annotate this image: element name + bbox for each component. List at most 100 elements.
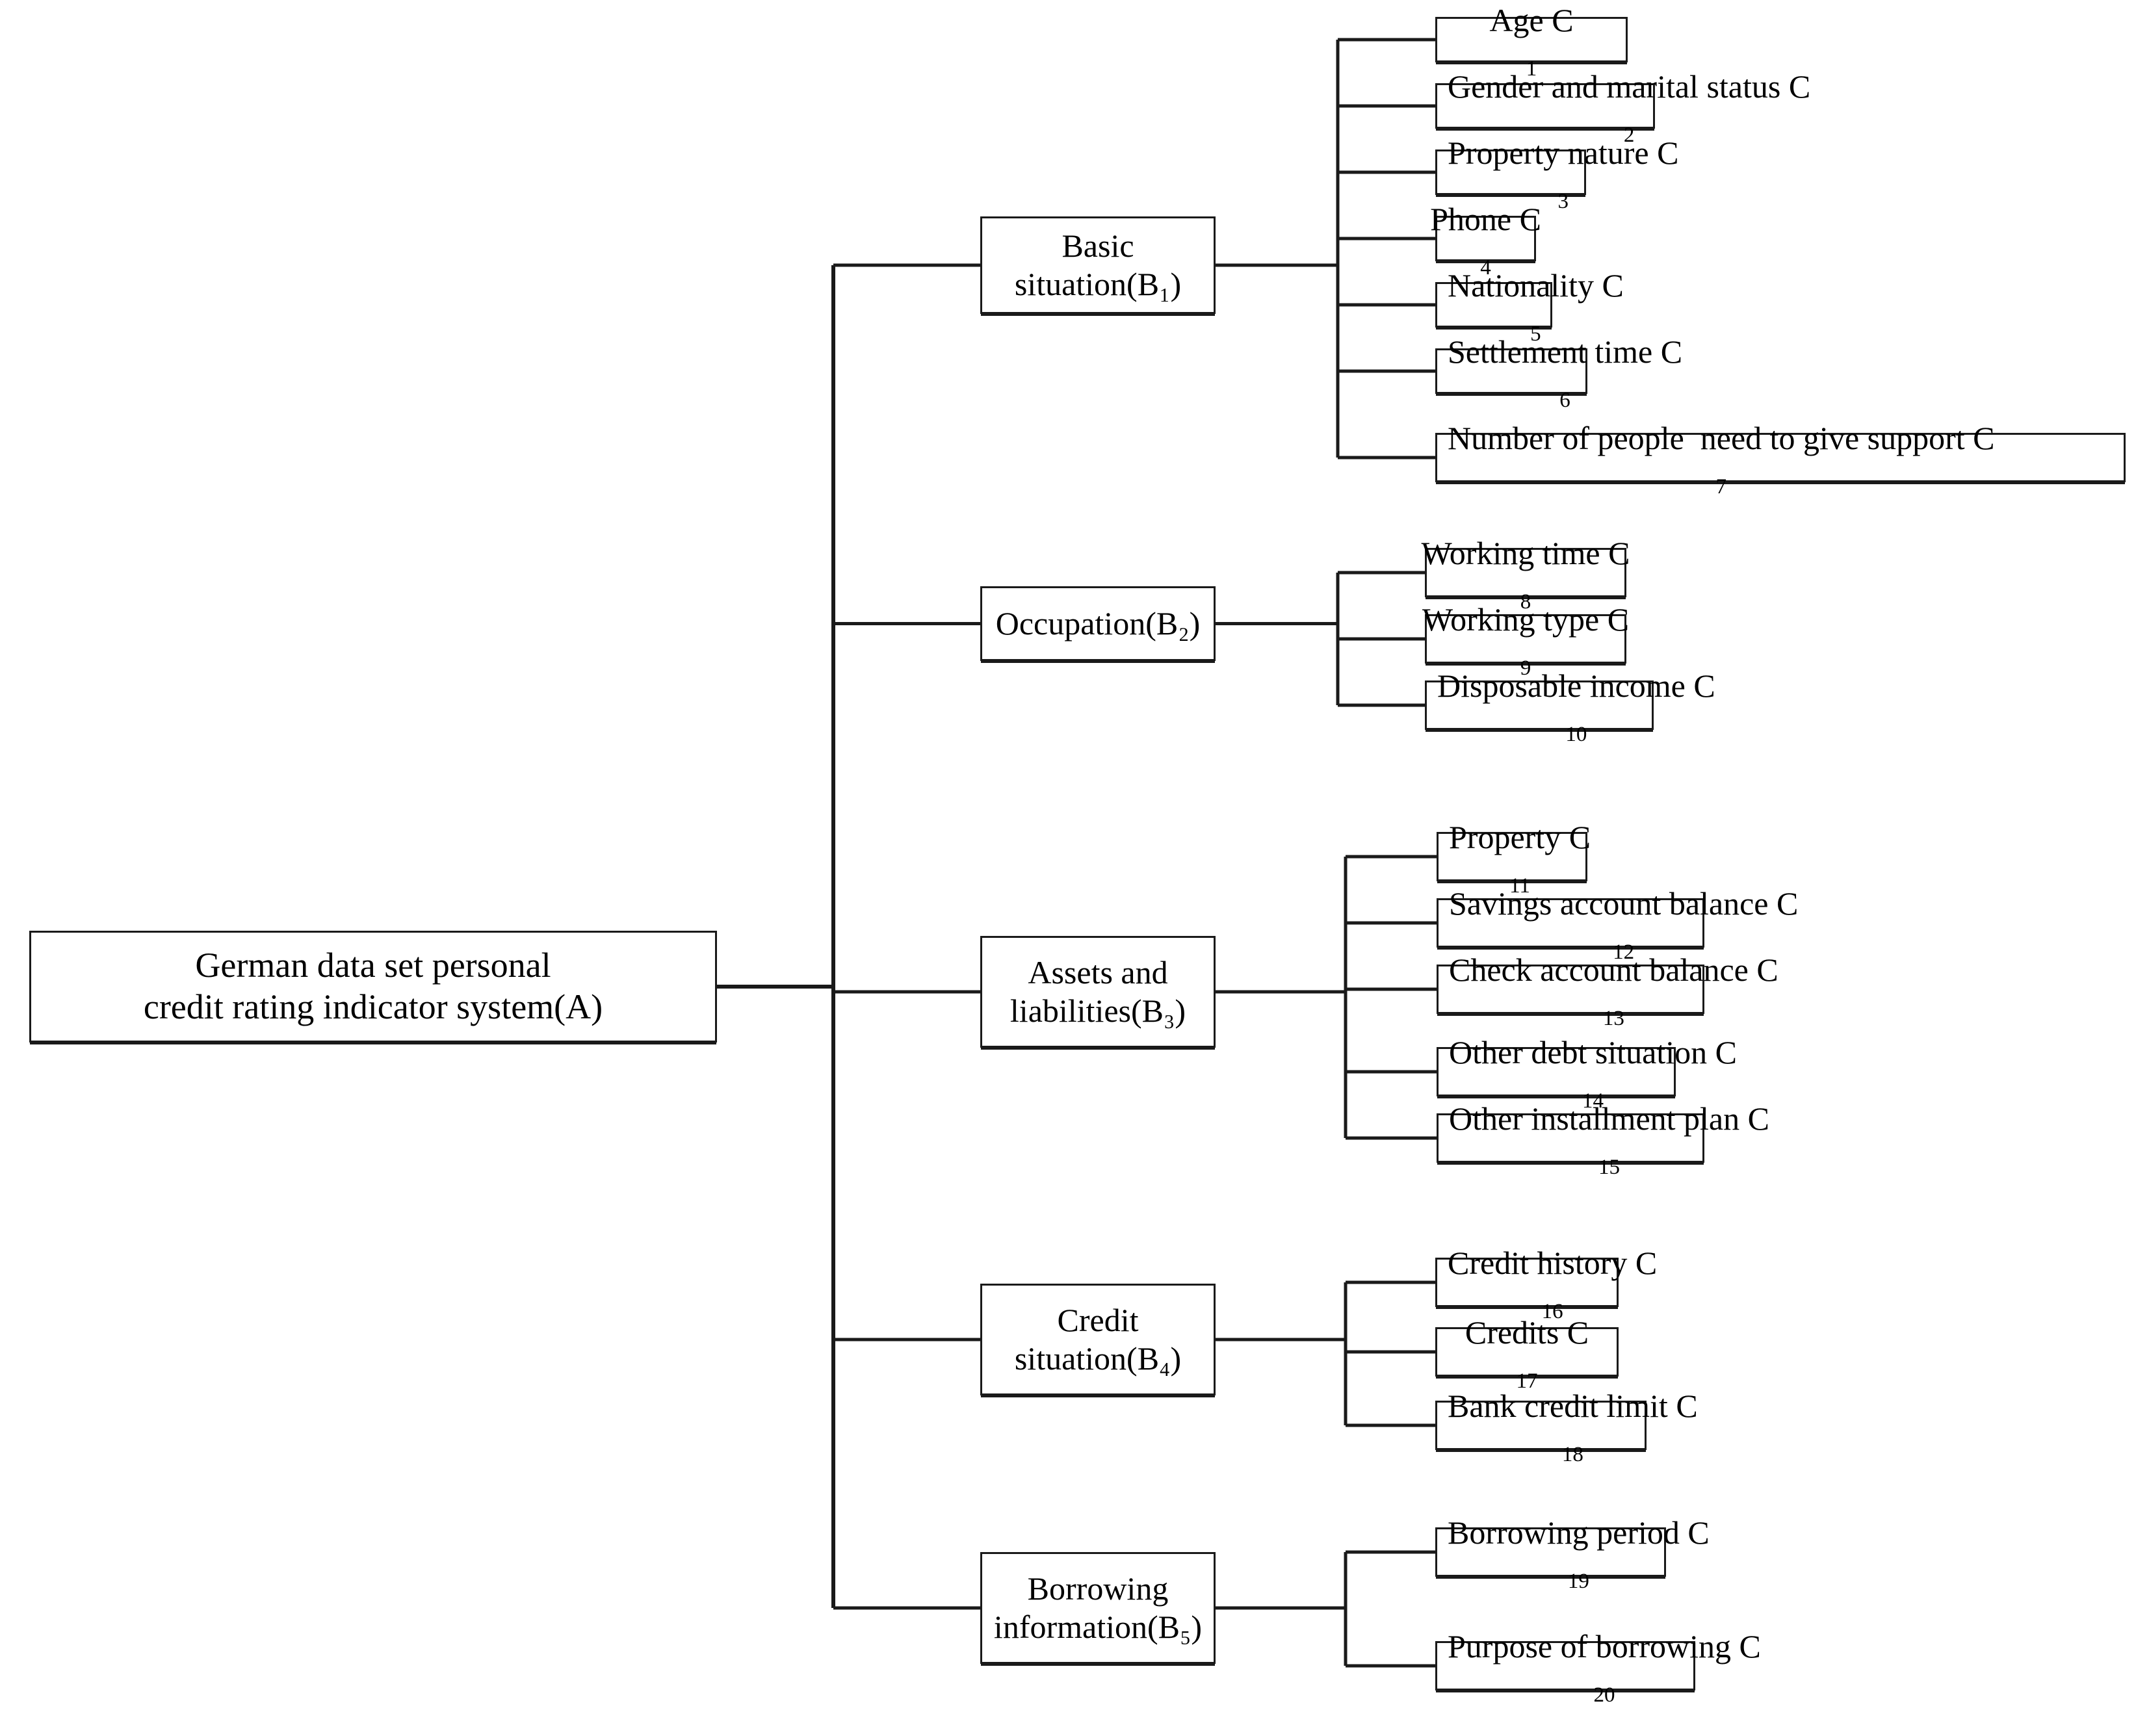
indicator-node-c5[interactable]: Nationality C 5 (1435, 267, 1624, 345)
indicator-c16-label: Credit history C 16 (1448, 1244, 1658, 1324)
indicator-c12-label: Savings account balance C 12 (1449, 885, 1799, 965)
indicator-node-c16[interactable]: Credit history C 16 (1435, 1245, 1657, 1323)
indicator-c3-label: Property nature C 3 (1448, 134, 1679, 214)
indicator-c18-label: Bank credit limit C 18 (1448, 1387, 1698, 1467)
indicator-c14-label: Other debt situation C 14 (1449, 1033, 1737, 1113)
indicator-c4-subscript: 4 (1480, 256, 1491, 280)
indicator-c1-subscript: 1 (1526, 57, 1537, 81)
indicator-node-c8[interactable]: Working time C 8 (1422, 535, 1630, 613)
indicator-c2-text: Gender and marital status C (1448, 68, 1811, 105)
indicator-c17-text: Credits C (1465, 1314, 1589, 1351)
indicator-c2-label: Gender and marital status C 2 (1448, 68, 1811, 148)
indicator-c14-subscript: 14 (1582, 1089, 1604, 1113)
root-line-1: German data set personal (195, 946, 551, 985)
indicator-c9-subscript: 9 (1520, 656, 1531, 680)
indicator-c17-label: Credits C 17 (1465, 1314, 1589, 1393)
indicator-c16-subscript: 16 (1541, 1300, 1563, 1324)
indicator-c20-text: Purpose of borrowing C (1448, 1628, 1761, 1665)
indicator-node-c15[interactable]: Other installment plan C 15 (1437, 1100, 1769, 1178)
indicator-node-c18[interactable]: Bank credit limit C 18 (1435, 1388, 1698, 1466)
indicator-node-c6[interactable]: Settlement time C 6 (1435, 333, 1682, 411)
indicator-c10-subscript: 10 (1565, 723, 1587, 747)
indicator-c10-label: Disposable income C 10 (1437, 667, 1715, 747)
criteria-b3-line-1: Assets and (1028, 954, 1168, 991)
indicator-node-c17[interactable]: Credits C 17 (1435, 1314, 1619, 1392)
indicator-node-c3[interactable]: Property nature C 3 (1435, 135, 1678, 213)
indicator-c18-text: Bank credit limit C (1448, 1388, 1698, 1424)
indicator-node-c1[interactable]: Age C 1 (1435, 2, 1628, 80)
indicator-c12-subscript: 12 (1613, 940, 1635, 965)
indicator-c9-text: Working type C (1422, 601, 1630, 638)
criteria-b2-label: Occupation(B₂) (996, 604, 1201, 643)
indicator-node-c20[interactable]: Purpose of borrowing C 20 (1435, 1628, 1761, 1706)
indicator-node-c14[interactable]: Other debt situation C 14 (1437, 1034, 1737, 1112)
indicator-c7-text: Number of people need to give support C (1448, 420, 1995, 456)
criteria-b1-line-2: situation(B₁) (1014, 266, 1182, 302)
indicator-node-c2[interactable]: Gender and marital status C 2 (1435, 68, 1810, 146)
indicator-c1-text: Age C (1489, 2, 1574, 38)
indicator-node-c9[interactable]: Working type C 9 (1422, 601, 1629, 679)
indicator-c5-label: Nationality C 5 (1448, 266, 1624, 346)
indicator-c5-text: Nationality C (1448, 267, 1624, 304)
indicator-c15-subscript: 15 (1598, 1156, 1620, 1180)
indicator-c12-text: Savings account balance C (1449, 885, 1799, 922)
criteria-node-b2[interactable]: Occupation(B₂) (980, 586, 1216, 661)
indicator-c3-text: Property nature C (1448, 135, 1679, 171)
indicator-c5-subscript: 5 (1530, 322, 1541, 346)
indicator-c6-text: Settlement time C (1448, 333, 1683, 370)
criteria-b5-line-1: Borrowing (1027, 1570, 1169, 1607)
indicator-c15-text: Other installment plan C (1449, 1100, 1769, 1137)
indicator-c8-subscript: 8 (1520, 590, 1531, 614)
indicator-c17-subscript: 17 (1516, 1369, 1538, 1393)
root-node-label: German data set personal credit rating i… (144, 945, 603, 1028)
indicator-c14-text: Other debt situation C (1449, 1034, 1737, 1070)
root-line-2: credit rating indicator system(A) (143, 987, 603, 1026)
criteria-b4-line-2: situation(B₄) (1014, 1340, 1182, 1377)
indicator-c19-subscript: 19 (1567, 1570, 1589, 1594)
criteria-b3-line-2: liabilities(B₃) (1009, 992, 1186, 1029)
indicator-c18-subscript: 18 (1561, 1443, 1583, 1467)
indicator-c2-subscript: 2 (1623, 123, 1635, 148)
criteria-b4-line-1: Credit (1057, 1302, 1139, 1338)
indicator-c13-text: Check account balance C (1449, 952, 1778, 988)
indicator-c13-label: Check account balance C 13 (1449, 951, 1778, 1031)
indicator-c16-text: Credit history C (1448, 1245, 1658, 1281)
indicator-c20-subscript: 20 (1593, 1683, 1615, 1707)
criteria-b5-line-2: information(B₅) (993, 1609, 1203, 1645)
indicator-c1-label: Age C 1 (1489, 1, 1574, 81)
indicator-c8-label: Working time C 8 (1421, 534, 1630, 614)
indicator-c6-label: Settlement time C 6 (1448, 333, 1683, 413)
criteria-b2-line-1: Occupation(B₂) (995, 605, 1201, 641)
indicator-node-c13[interactable]: Check account balance C 13 (1437, 952, 1778, 1030)
indicator-c7-label: Number of people need to give support C 7 (1448, 419, 1995, 499)
indicator-c10-text: Disposable income C (1437, 667, 1715, 704)
indicator-c8-text: Working time C (1421, 535, 1630, 571)
indicator-c3-subscript: 3 (1557, 190, 1569, 214)
indicator-node-c10[interactable]: Disposable income C 10 (1425, 667, 1715, 745)
indicator-c13-subscript: 13 (1602, 1007, 1624, 1031)
indicator-c9-label: Working type C 9 (1422, 601, 1630, 680)
indicator-c7-subscript: 7 (1715, 475, 1726, 499)
root-node-a[interactable]: German data set personal credit rating i… (29, 931, 717, 1043)
indicator-node-c7[interactable]: Number of people need to give support C 7 (1435, 420, 2126, 498)
criteria-b1-line-1: Basic (1061, 227, 1134, 264)
indicator-c15-label: Other installment plan C 15 (1449, 1100, 1769, 1180)
indicator-node-c12[interactable]: Savings account balance C 12 (1437, 885, 1798, 963)
indicator-c20-label: Purpose of borrowing C 20 (1448, 1627, 1761, 1707)
indicator-c6-subscript: 6 (1559, 389, 1570, 413)
